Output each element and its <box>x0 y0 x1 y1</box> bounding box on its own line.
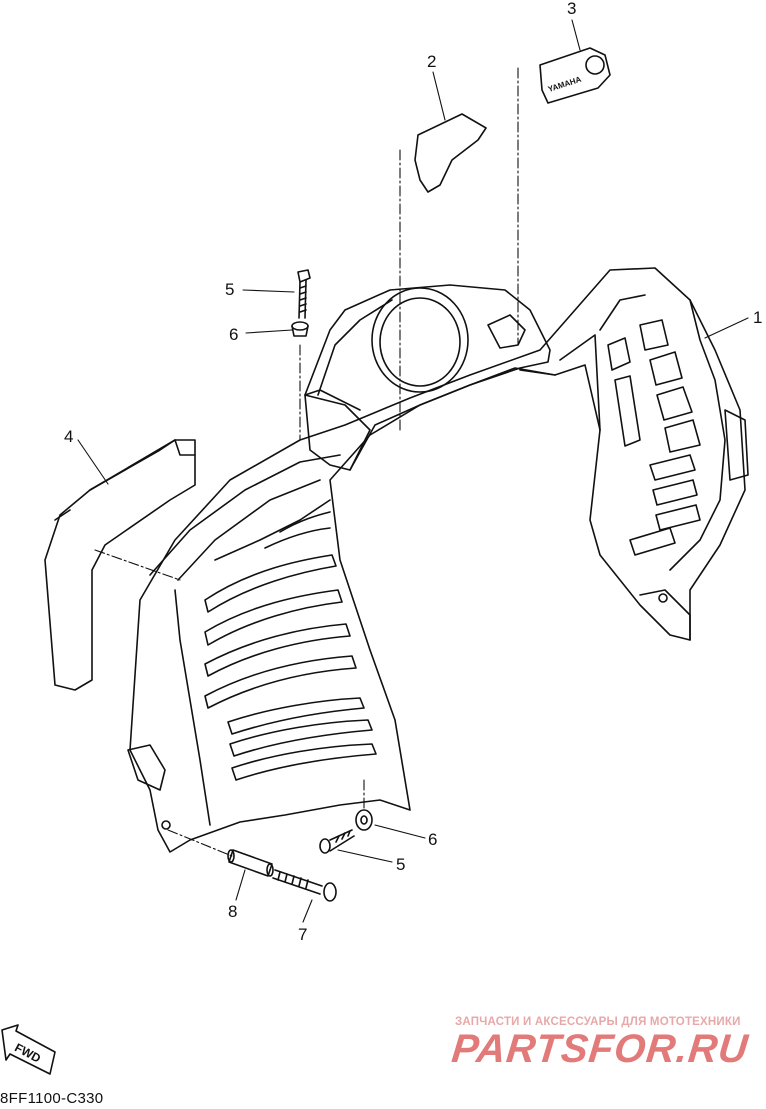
emblem-text: YAMAHA <box>547 75 583 94</box>
part-1-cowling <box>127 267 749 853</box>
part-5-screw-lower <box>319 829 355 854</box>
watermark-tagline: ЗАПЧАСТИ И АКСЕССУАРЫ ДЛЯ МОТОТЕХНИКИ <box>455 1016 741 1028</box>
fwd-arrow-icon <box>1 1024 56 1075</box>
diagram-code: 8FF1100-C330 <box>0 1090 104 1107</box>
part-3-emblem: YAMAHA <box>539 47 611 104</box>
callout-6-upper: 6 <box>229 325 238 344</box>
part-6-grommet-lower <box>355 809 373 831</box>
callout-7: 7 <box>298 925 307 944</box>
part-2-panel <box>414 113 487 193</box>
leader-lines <box>77 19 749 923</box>
callout-3: 3 <box>567 0 576 18</box>
callout-5-upper: 5 <box>225 280 234 299</box>
part-6-grommet-upper <box>291 321 309 337</box>
part-5-screw-upper <box>297 269 311 319</box>
callout-8: 8 <box>228 902 237 921</box>
callout-2: 2 <box>427 52 436 71</box>
callout-1: 1 <box>753 308 762 327</box>
watermark-brand: PARTSFOR.RU <box>449 1027 751 1071</box>
part-8-collar <box>227 849 274 877</box>
part-4-pad <box>44 439 196 691</box>
callout-5-lower: 5 <box>396 855 405 874</box>
callout-labels: 1 2 3 4 5 6 5 6 7 8 <box>64 0 762 944</box>
assembly-lines <box>94 67 519 857</box>
part-7-bolt <box>272 869 337 902</box>
callout-6-lower: 6 <box>428 830 437 849</box>
callout-4: 4 <box>64 427 73 446</box>
